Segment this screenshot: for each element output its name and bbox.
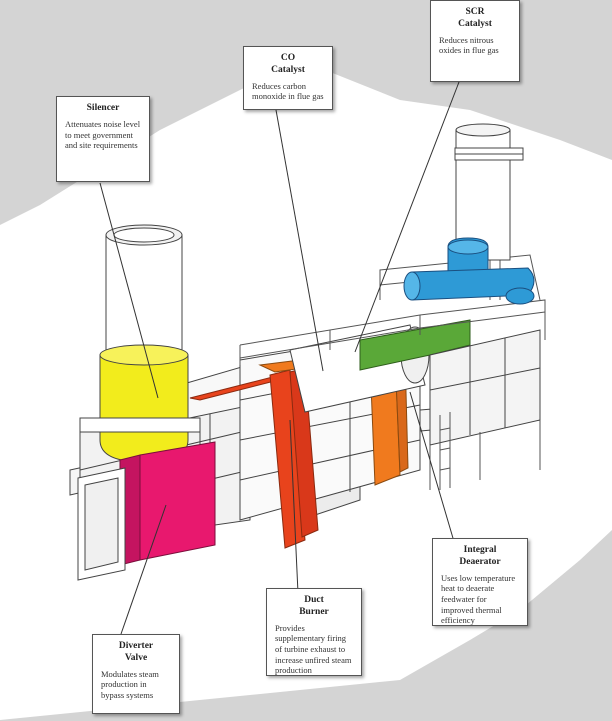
leader-lines — [99, 81, 460, 635]
callout-silencer: Silencer Attenuates noise level to meet … — [56, 96, 150, 182]
callout-description: Reduces nitrous oxides in flue gas — [439, 34, 499, 56]
callout-description: Provides supplementary firing of turbine… — [275, 622, 352, 676]
exhaust-stack — [454, 123, 524, 261]
leader-integral-deaerator — [409, 391, 456, 546]
leader-duct-burner — [289, 419, 299, 594]
diverter-valve-shape — [119, 441, 216, 566]
bypass-duct — [77, 467, 126, 581]
leader-silencer — [99, 182, 159, 399]
leader-scr-catalyst — [354, 81, 460, 353]
callout-description: Reduces carbon monoxide in flue gas — [252, 80, 324, 102]
callout-title: Silencer — [86, 103, 120, 113]
callout-description: Modulates steam production in bypass sys… — [101, 668, 159, 700]
leader-co-catalyst — [275, 109, 324, 372]
integral-deaerator-shape — [403, 237, 535, 305]
callout-description: Attenuates noise level to meet governmen… — [65, 118, 141, 151]
leader-diverter-valve — [120, 504, 167, 635]
callout-description: Uses low temperature heat to deaerate fe… — [441, 572, 516, 626]
silencer-column — [79, 224, 201, 540]
hrsg-casing — [429, 329, 541, 446]
